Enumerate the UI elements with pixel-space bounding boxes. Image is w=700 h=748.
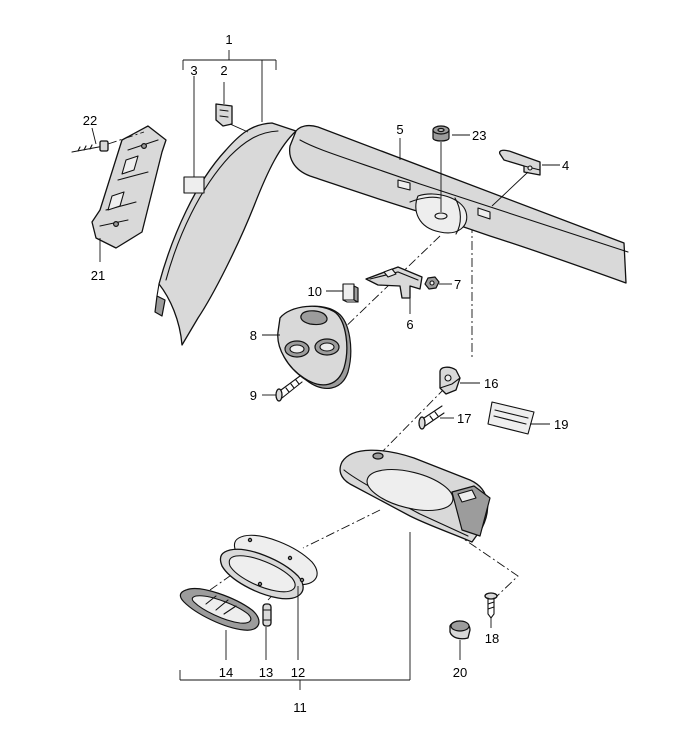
callout-6: 6: [406, 317, 413, 332]
screw-part-9: [262, 375, 303, 402]
callout-17: 17: [457, 411, 471, 426]
interior-light-housing: [262, 305, 352, 389]
callout-11: 11: [293, 700, 307, 715]
callout-3: 3: [190, 63, 197, 78]
clip-part-2: [215, 82, 249, 133]
callout-4: 4: [562, 158, 569, 173]
block-part-10: [326, 283, 359, 303]
callout-20: 20: [453, 665, 467, 680]
roof-frame-trim: [288, 124, 629, 284]
callout-2: 2: [220, 63, 227, 78]
callout-1: 1: [225, 32, 232, 47]
bracket-group-1: [182, 50, 277, 122]
callout-22: 22: [83, 113, 97, 128]
callout-21: 21: [91, 268, 105, 283]
callout-14: 14: [219, 665, 233, 680]
screw-part-18: [484, 592, 498, 628]
callout-5: 5: [396, 122, 403, 137]
mirror-frame: [219, 534, 318, 660]
callout-8: 8: [250, 328, 257, 343]
callout-9: 9: [250, 388, 257, 403]
bracket-part-6: [365, 266, 423, 314]
sun-visor: [339, 449, 491, 543]
callout-18: 18: [485, 631, 499, 646]
label-pad-part-19: [487, 401, 550, 435]
callout-10: 10: [308, 284, 322, 299]
bracket-part-4: [491, 149, 560, 207]
bulb-part-13: [262, 603, 272, 660]
callout-23: 23: [472, 128, 486, 143]
holder-part-20: [449, 620, 471, 660]
pad-part-3: [183, 76, 205, 194]
callout-16: 16: [484, 376, 498, 391]
screw-part-17: [418, 405, 454, 430]
callout-19: 19: [554, 417, 568, 432]
screw-part-22: [71, 127, 145, 153]
roof-console: [91, 125, 167, 262]
bracket-group-11: [179, 532, 411, 690]
clip-part-16: [439, 366, 480, 395]
nut-part-7: [424, 276, 452, 290]
callout-labels: 1 2 3 4 5 6 7 8 9 10 11 12 13 14 16 17 1…: [83, 32, 569, 715]
mirror-lens: [179, 588, 260, 660]
callout-12: 12: [291, 665, 305, 680]
grommet-part-23: [432, 125, 470, 212]
a-pillar-trim: [154, 122, 297, 346]
callout-7: 7: [454, 277, 461, 292]
callout-13: 13: [259, 665, 273, 680]
